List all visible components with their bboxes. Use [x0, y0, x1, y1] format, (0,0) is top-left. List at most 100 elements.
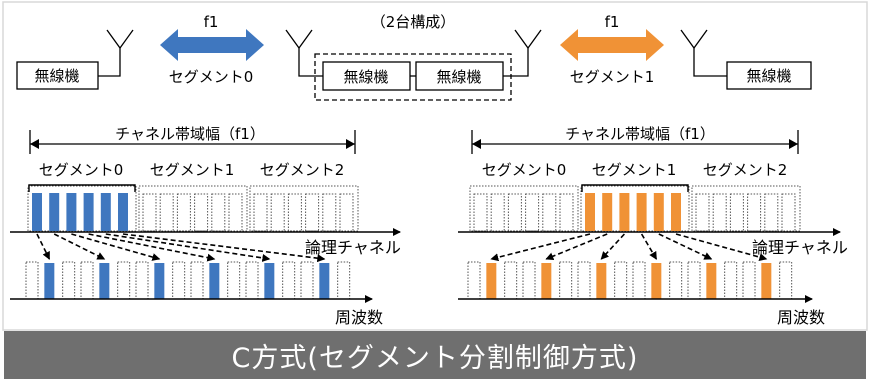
channel-bar: [322, 193, 337, 232]
radio-right: 無線機: [680, 29, 812, 90]
bandwidth-label-right: チャネル帯域幅（f1）: [565, 125, 715, 143]
segment-frame: [27, 185, 137, 232]
frequency-bar-active: [651, 263, 662, 299]
mapping-arrow: [600, 233, 625, 260]
panel-right: チャネル帯域幅（f1） セグメント0 セグメント1 セグメント2 論理チャネル …: [458, 125, 848, 327]
frequency-bar-active: [706, 263, 717, 299]
channel-bar-active: [83, 193, 94, 231]
segment-frame: [691, 185, 801, 232]
channel-bar: [159, 193, 174, 232]
frequency-bar-active: [154, 263, 165, 299]
channel-bar-active: [66, 193, 77, 231]
channel-bar-active: [671, 193, 681, 231]
segment-frame: [580, 185, 690, 232]
radio-group-left-label: 無線機: [343, 68, 388, 86]
mapping-arrow: [53, 233, 106, 260]
channel-bar: [270, 193, 285, 232]
caption-bar: C方式(セグメント分割制御方式): [4, 331, 866, 379]
channel-bar: [228, 193, 243, 232]
radio-left-label: 無線機: [34, 67, 79, 85]
mapping-arrow: [490, 233, 591, 262]
mapping-arrow: [71, 233, 161, 261]
freq-label-right: f1: [605, 13, 620, 31]
mapping-arrow: [88, 233, 216, 262]
segment-label-right: セグメント1: [570, 68, 655, 86]
frequency-bar-active: [209, 263, 220, 299]
channel-bar-active: [619, 193, 630, 231]
mapping-arrow: [640, 233, 658, 260]
frequency-bar-active: [486, 263, 497, 299]
frequency-bar-active: [264, 263, 275, 299]
channel-bar: [473, 193, 488, 232]
segment-frame: [138, 185, 248, 232]
group-label: （2台構成）: [371, 13, 456, 31]
channel-bar-active: [585, 193, 595, 231]
segment-label-l0: セグメント0: [39, 161, 124, 179]
channel-bar-active: [636, 193, 647, 231]
channel-bar: [729, 193, 744, 232]
channel-bar: [305, 193, 320, 232]
active-segment-bracket: [28, 184, 136, 192]
channel-bar: [507, 193, 522, 232]
link-arrow-orange: f1 セグメント1: [560, 13, 664, 86]
channel-bar-active: [653, 193, 664, 231]
channel-bar-active: [118, 193, 128, 231]
outer-frame: [2, 1, 868, 331]
link-arrow-blue: f1 セグメント0: [160, 13, 264, 86]
segment-frame: [469, 185, 579, 232]
freq-label-left: f1: [204, 13, 219, 31]
channel-bar: [339, 193, 354, 232]
mapping-arrow: [122, 233, 326, 263]
group-dashed-box: [314, 53, 512, 101]
double-arrow-icon: [560, 29, 664, 61]
frequency-bar-active: [761, 263, 772, 299]
double-arrow-icon: [160, 29, 264, 61]
frequency-bar-active: [44, 263, 55, 299]
channel-bar-active: [100, 193, 111, 231]
segment-label-l1: セグメント1: [150, 161, 235, 179]
logical-channel-label-left: 論理チャネル: [305, 238, 401, 257]
channel-bar-active: [49, 193, 60, 231]
channel-bar: [764, 193, 779, 232]
segment-label-left: セグメント0: [169, 68, 254, 86]
channel-bar-active: [602, 193, 613, 231]
channel-bar: [542, 193, 557, 232]
segment-label-r0: セグメント0: [482, 161, 567, 179]
channel-bar: [194, 193, 209, 232]
radio-group-right-label: 無線機: [436, 68, 481, 86]
channel-bar: [781, 193, 796, 232]
bandwidth-label-left: チャネル帯域幅（f1）: [115, 125, 265, 143]
segment-label-r1: セグメント1: [592, 161, 677, 179]
antenna-icon: [285, 29, 313, 50]
radio-left: 無線機: [16, 29, 134, 90]
channel-bar: [211, 193, 226, 232]
channel-bar: [490, 193, 505, 232]
antenna-icon: [106, 29, 134, 50]
radio-right-label: 無線機: [746, 67, 791, 85]
frequency-label-left: 周波数: [335, 308, 383, 327]
channel-bar: [712, 193, 727, 232]
frequency-bar-active: [99, 263, 110, 299]
radio-group: （2台構成） 無線機 無線機: [285, 13, 542, 101]
mapping-arrow: [36, 233, 51, 260]
frequency-label-right: 周波数: [777, 308, 825, 327]
channel-bar: [747, 193, 762, 232]
caption-text: C方式(セグメント分割制御方式): [231, 342, 639, 374]
panel-left: チャネル帯域幅（f1） セグメント0 セグメント1 セグメント2 論理チャネル …: [10, 125, 401, 327]
frequency-bar-active: [319, 263, 330, 299]
segment-label-l2: セグメント2: [260, 161, 345, 179]
channel-bar: [287, 193, 302, 232]
channel-bar: [525, 193, 540, 232]
channel-bar: [559, 193, 574, 232]
channel-bar-active: [32, 193, 42, 231]
active-segment-bracket: [581, 184, 689, 192]
segment-label-r2: セグメント2: [703, 161, 788, 179]
mapping-arrow: [658, 233, 713, 260]
segment-frame: [249, 185, 359, 232]
channel-bar: [253, 193, 268, 232]
antenna-icon: [514, 29, 542, 50]
mapping-arrow: [105, 233, 271, 262]
frequency-bar-active: [596, 263, 607, 299]
channel-bar: [142, 193, 157, 232]
